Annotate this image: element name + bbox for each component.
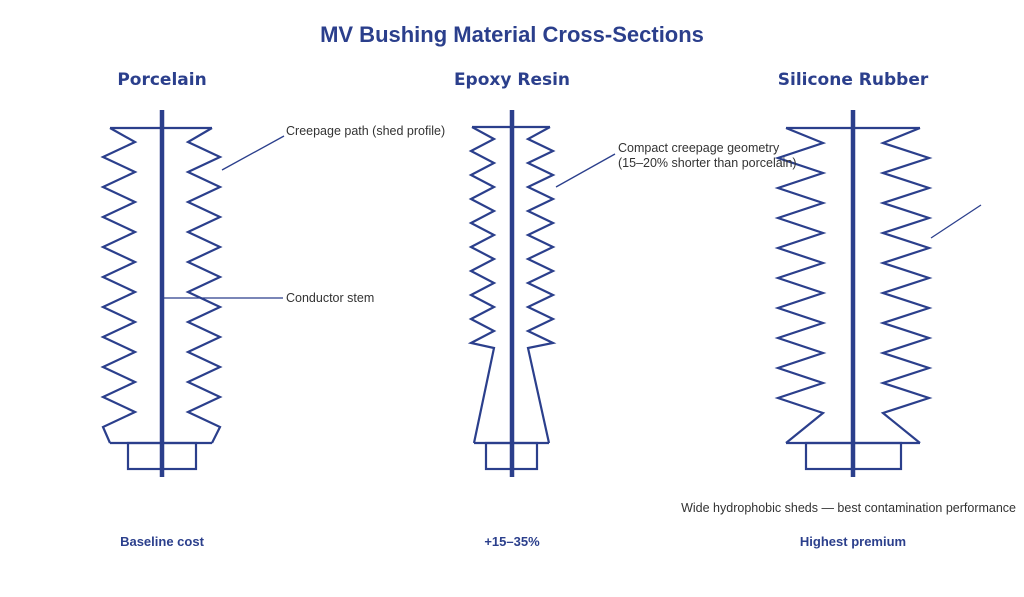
- epoxy-annotation-line2: (15–20% shorter than porcelain): [618, 156, 797, 170]
- epoxy-leader-line: [555, 153, 616, 188]
- silicone-leader-line: [930, 204, 982, 239]
- silicone-bushing: [774, 110, 933, 477]
- conductor-annotation: Conductor stem: [286, 291, 374, 305]
- epoxy-left-shed: [467, 126, 497, 444]
- epoxy-bushing: [467, 110, 557, 477]
- creepage-leader-line: [221, 135, 285, 171]
- epoxy-right-shed: [525, 126, 557, 444]
- silicone-title: Silicone Rubber: [778, 70, 929, 90]
- silicone-cost: Highest premium: [800, 534, 906, 549]
- creepage-annotation: Creepage path (shed profile): [286, 124, 445, 138]
- porcelain-left-shed: [100, 127, 138, 444]
- porcelain-right-shed: [185, 127, 223, 444]
- porcelain-cost: Baseline cost: [120, 534, 204, 549]
- diagram-title: MV Bushing Material Cross-Sections: [320, 22, 704, 47]
- epoxy-cost: +15–35%: [484, 534, 540, 549]
- epoxy-annotation-line1: Compact creepage geometry: [618, 141, 780, 155]
- silicone-annotation: Wide hydrophobic sheds — best contaminat…: [681, 501, 1016, 515]
- silicone-right-shed: [879, 126, 933, 444]
- porcelain-bushing: [100, 110, 223, 477]
- epoxy-title: Epoxy Resin: [454, 70, 570, 90]
- silicone-left-shed: [774, 126, 827, 444]
- porcelain-title: Porcelain: [117, 70, 206, 90]
